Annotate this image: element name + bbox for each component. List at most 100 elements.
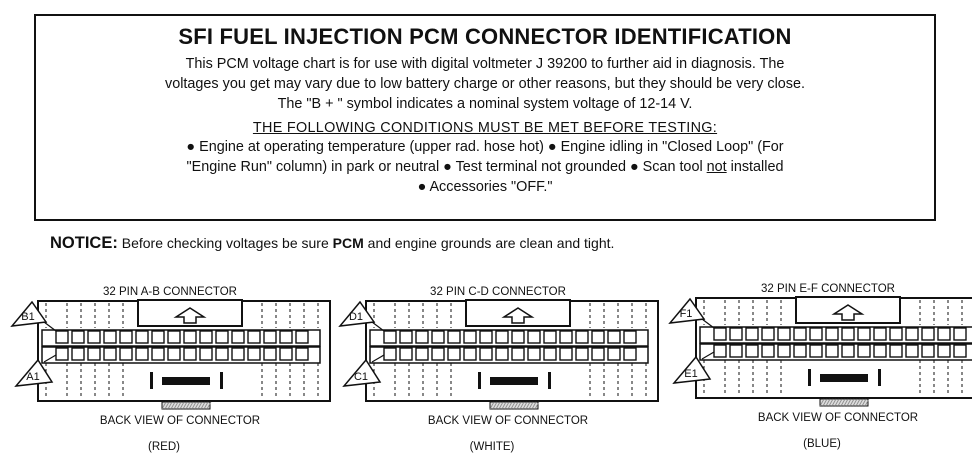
hatch-line [179,401,185,410]
pin-cavity [841,344,855,358]
pin-cavity [761,327,775,341]
hatch-line [498,401,504,410]
hatch-line [819,398,825,407]
hatch-line [822,398,828,407]
pin-cavity [215,347,229,361]
pin-cavity [623,330,637,344]
up-arrow-icon [501,307,535,324]
pin-cavity [937,344,951,358]
pin-cavity [415,330,429,344]
connector-title: 32 PIN E-F CONNECTOR [761,283,895,295]
latch-bar [490,377,538,385]
pin-cavity [809,327,823,341]
pin-cavity [527,347,541,361]
pin-cavity [873,344,887,358]
pin-cavity [841,327,855,341]
hatch-line [203,401,209,410]
pin-cavity [479,347,493,361]
pin-cavity [761,344,775,358]
pin-cavity [921,327,935,341]
hatch-line [831,398,837,407]
pin-label-bottom: E1 [684,368,697,380]
hatch-line [492,401,498,410]
hatch-line [519,401,525,410]
hatch-line [522,401,528,410]
pin-row [41,329,321,347]
pin-cavity [729,327,743,341]
pin-cavity [231,330,245,344]
pin-cavity [199,347,213,361]
hatch-line [852,398,858,407]
pin-cavity [167,347,181,361]
condition-text: "Engine Run" column) in park or neutral … [186,159,707,175]
hatch-line [197,401,203,410]
pin-marker-top [668,297,706,324]
hatch-line [164,401,170,410]
pin-cavity [87,347,101,361]
pin-cavity [713,344,727,358]
pin-cavity [247,330,261,344]
pin-cavity [591,330,605,344]
pin-cavity [543,330,557,344]
pin-cavity [279,330,293,344]
pin-cavity [103,330,117,344]
pin-cavity [399,347,413,361]
pin-cavity [793,344,807,358]
latch-mark [808,369,811,386]
intro-line: voltages you get may vary due to low bat… [165,76,805,92]
hatch-line [525,401,531,410]
pin-row [41,346,321,364]
pin-cavity [415,347,429,361]
pin-cavity [87,330,101,344]
latch-mark [220,372,223,389]
pin-cavity [511,330,525,344]
pin-cavity [263,330,277,344]
hatch-line [846,398,852,407]
pin-cavity [559,330,573,344]
latch-mark [548,372,551,389]
pin-cavity [479,330,493,344]
pin-cavity [623,347,637,361]
hatch-line [507,401,513,410]
hatch-line [849,398,855,407]
pin-cavity [103,347,117,361]
pin-cavity [713,327,727,341]
connector-color: (BLUE) [803,438,841,450]
pin-cavity [607,330,621,344]
latch-mark [478,372,481,389]
connector-color: (WHITE) [470,441,515,453]
pin-cavity [953,344,967,358]
pin-cavity [135,330,149,344]
pin-cavity [399,330,413,344]
pin-cavity [447,330,461,344]
pin-cavity [607,347,621,361]
up-arrow-icon [173,307,207,324]
hatch-line [855,398,861,407]
pin-row [699,343,972,361]
pin-marker-top [10,300,48,327]
pin-cavity [777,327,791,341]
pin-row [369,329,649,347]
info-box: SFI FUEL INJECTION PCM CONNECTOR IDENTIF… [34,14,936,221]
pin-cavity [151,347,165,361]
pin-cavity [777,344,791,358]
pin-cavity [151,330,165,344]
hatch-line [176,401,182,410]
pin-cavity [825,327,839,341]
pin-cavity [495,330,509,344]
pin-cavity [591,347,605,361]
pin-row [369,346,649,364]
pin-cavity [889,327,903,341]
condition-line: ● Accessories "OFF." [417,179,553,195]
pin-cavity [247,347,261,361]
pin-cavity [745,327,759,341]
condition-line: ● Engine at operating temperature (upper… [186,139,784,155]
pin-cavity [119,330,133,344]
hatch-line [167,401,173,410]
latch-bar [162,377,210,385]
hatch-line [495,401,501,410]
pin-cavity [857,344,871,358]
pin-pointer [43,321,57,332]
